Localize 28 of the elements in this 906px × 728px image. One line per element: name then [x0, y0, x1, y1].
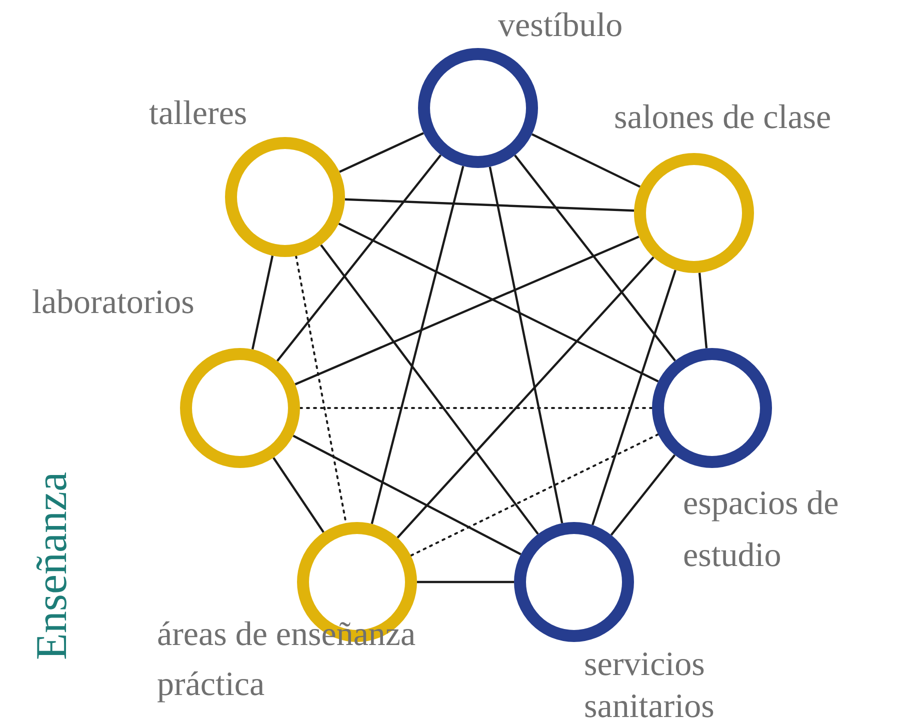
connector-line: [610, 454, 676, 536]
connector-line: [488, 166, 564, 524]
connector-line: [531, 133, 641, 188]
connector-line: [592, 270, 676, 526]
connector-line: [272, 457, 324, 533]
node-label: servicios sanitarios: [584, 645, 716, 727]
connector-line: [276, 154, 442, 362]
node-label: espacios de estudio: [683, 484, 840, 576]
connector-line: [251, 255, 274, 350]
connector-line: [292, 434, 522, 556]
connector-line: [370, 166, 464, 524]
connector-line: [417, 580, 514, 584]
node-label: laboratorios: [32, 283, 196, 323]
connector-line: [320, 244, 539, 535]
dotted-connector: [299, 407, 653, 409]
node-label: vestíbulo: [498, 6, 624, 46]
connector-line: [294, 236, 640, 386]
connector-line: [344, 198, 634, 212]
connector-line: [396, 256, 654, 538]
node-label: áreas de enseñanza práctica: [157, 615, 417, 705]
node-label: talleres: [149, 94, 248, 134]
side-heading: Enseñanza: [30, 472, 74, 660]
connector-line: [514, 154, 676, 362]
node-label: salones de clase: [614, 98, 832, 138]
connector-line: [338, 222, 659, 382]
connector-line: [339, 132, 424, 173]
connector-line: [698, 272, 708, 348]
dotted-connector: [410, 433, 660, 557]
